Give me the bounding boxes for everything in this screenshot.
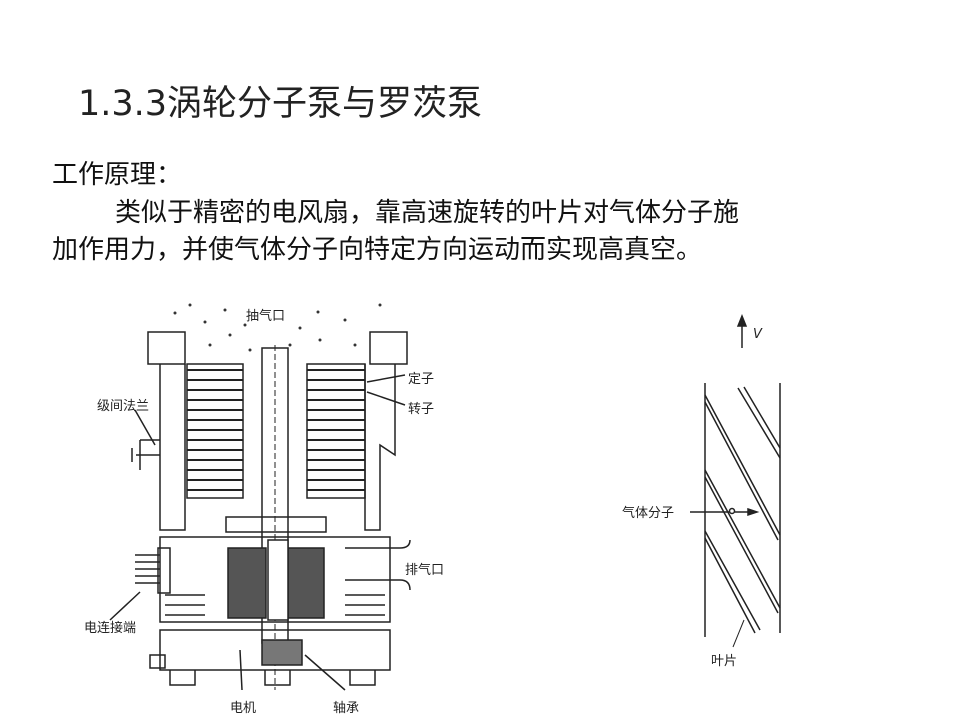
turbo-pump-labels: 抽气口 定子 转子 级间法兰 排气口 电连接端 电机 轴承 (84, 308, 444, 716)
label-exhaust: 排气口 (405, 562, 444, 578)
turbo-pump-diagram (109, 303, 411, 691)
blades (704, 386, 781, 634)
slide-title: 1.3.3涡轮分子泵与罗茨泵 (78, 84, 483, 124)
label-inlet: 抽气口 (246, 308, 285, 324)
label-bearing: 轴承 (333, 701, 359, 716)
section-heading: 工作原理： (52, 160, 183, 190)
label-velocity: V (753, 327, 763, 342)
label-rotor: 转子 (408, 402, 434, 417)
label-interstage-flange: 级间法兰 (97, 399, 149, 414)
paragraph-line-1: 类似于精密的电风扇，靠高速旋转的叶片对气体分子施 (115, 198, 740, 228)
blade-labels: V 气体分子 叶片 (622, 327, 763, 669)
label-motor: 电机 (230, 701, 256, 716)
inlet-molecules (173, 303, 382, 352)
blade-diagram (690, 313, 781, 648)
label-stator: 定子 (408, 372, 434, 387)
gas-molecule (728, 507, 736, 515)
paragraph-line-2: 加作用力，并使气体分子向特定方向运动而实现高真空。 (52, 235, 703, 265)
label-gas-molecule: 气体分子 (622, 505, 674, 521)
label-blade: 叶片 (711, 654, 737, 669)
label-electrical-connector: 电连接端 (84, 620, 136, 636)
